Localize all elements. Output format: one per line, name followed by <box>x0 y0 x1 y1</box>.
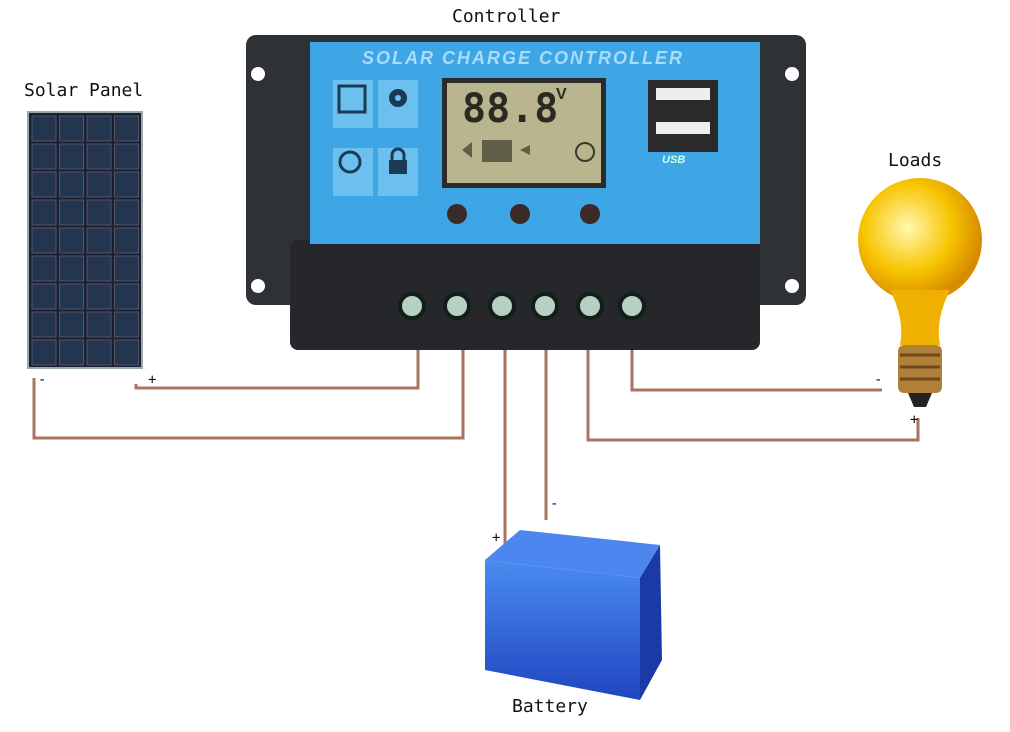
solar-cell <box>114 115 139 142</box>
solar-cell <box>86 171 112 198</box>
terminals <box>398 292 646 320</box>
terminal-screw <box>618 292 646 320</box>
solar-cell <box>114 255 139 282</box>
solar-cell <box>86 255 112 282</box>
solar-cell <box>31 115 57 142</box>
lcd-unit: V <box>556 86 567 103</box>
battery-positive-sign: + <box>492 530 501 546</box>
solar-cell <box>86 115 112 142</box>
solar-cell <box>31 339 57 366</box>
wire-load-positive <box>586 320 920 442</box>
solar-panel <box>27 111 143 369</box>
solar-cell <box>31 199 57 226</box>
solar-cell <box>59 255 84 282</box>
solar-cell <box>114 227 139 254</box>
device-title: SOLAR CHARGE CONTROLLER <box>362 48 684 68</box>
solar-cell <box>86 311 112 338</box>
solar-cell <box>114 171 139 198</box>
solar-cell <box>31 255 57 282</box>
solar-cell <box>86 227 112 254</box>
solar-cell <box>59 171 84 198</box>
terminal-screw <box>443 292 471 320</box>
solar-cell <box>86 283 112 310</box>
load-positive-sign: + <box>910 412 919 428</box>
solar-cell <box>86 143 112 170</box>
control-buttons <box>447 204 600 224</box>
solar-cell <box>114 199 139 226</box>
solar-cell <box>114 311 139 338</box>
battery-negative-sign: - <box>550 496 559 512</box>
controller-label: Controller <box>452 6 561 27</box>
solar-cell <box>59 311 84 338</box>
panel-negative-sign: - <box>38 372 47 388</box>
solar-cell <box>114 143 139 170</box>
solar-cell <box>59 227 84 254</box>
wire-panel-positive <box>134 320 420 390</box>
solar-cell <box>59 283 84 310</box>
battery <box>485 530 662 700</box>
panel-positive-sign: + <box>148 372 157 388</box>
solar-cell <box>114 339 139 366</box>
solar-cell <box>114 283 139 310</box>
solar-cell <box>31 171 57 198</box>
solar-cell <box>59 115 84 142</box>
solar-cell <box>86 199 112 226</box>
wires <box>32 320 920 545</box>
usb-label: USB <box>662 154 686 166</box>
terminal-screw <box>398 292 426 320</box>
solar-cell <box>31 227 57 254</box>
lcd-value: 88.8 <box>462 86 559 132</box>
battery-label: Battery <box>512 696 588 717</box>
charge-controller <box>246 35 806 350</box>
solar-cell <box>59 339 84 366</box>
terminal-screw <box>488 292 516 320</box>
light-bulb <box>858 178 982 407</box>
solar-cell <box>31 143 57 170</box>
wire-panel-negative <box>32 320 465 440</box>
solar-panel-label: Solar Panel <box>24 80 144 101</box>
solar-cell <box>59 143 84 170</box>
solar-cell <box>31 311 57 338</box>
solar-cell <box>59 199 84 226</box>
solar-cell <box>86 339 112 366</box>
load-negative-sign: - <box>874 372 883 388</box>
solar-cell <box>31 283 57 310</box>
terminal-screw <box>576 292 604 320</box>
loads-label: Loads <box>888 150 943 171</box>
terminal-screw <box>531 292 559 320</box>
